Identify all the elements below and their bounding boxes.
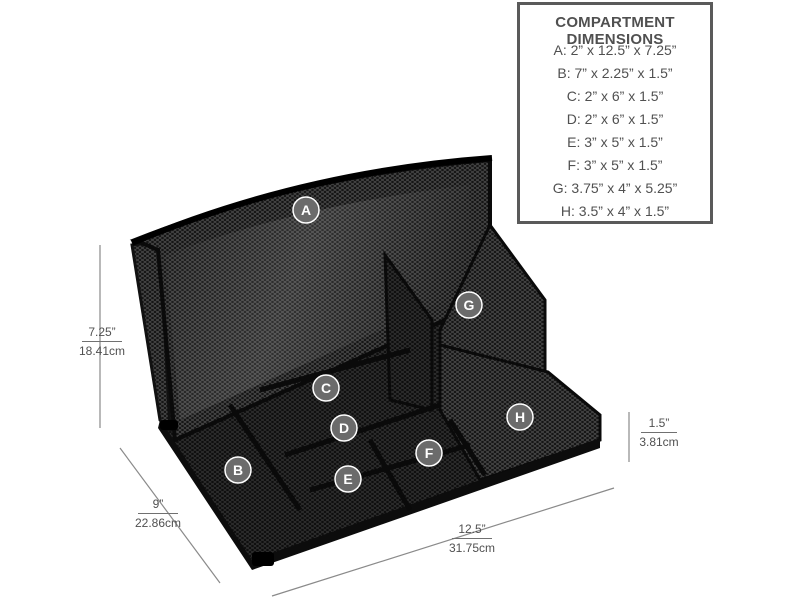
panel-title: COMPARTMENT DIMENSIONS xyxy=(555,14,675,48)
back-panel-sheen xyxy=(165,185,470,420)
width-cm: 31.75cm xyxy=(448,541,496,555)
height-cm: 18.41cm xyxy=(78,344,126,358)
badge-f-label: F xyxy=(425,445,434,461)
dimension-row-f: F: 3” x 5” x 1.5” xyxy=(567,157,663,173)
depth-cm: 22.86cm xyxy=(134,516,182,530)
badge-c: C xyxy=(312,374,340,402)
depth-line xyxy=(119,447,221,584)
dimension-row-g: G: 3.75” x 4” x 5.25” xyxy=(552,180,678,196)
badge-b-label: B xyxy=(233,462,243,478)
badge-d: D xyxy=(330,414,358,442)
compartment-dimensions-panel: COMPARTMENT DIMENSIONS A: 2” x 12.5” x 7… xyxy=(517,2,713,224)
dimension-row-e: E: 3” x 5” x 1.5” xyxy=(567,134,663,150)
badge-h: H xyxy=(506,403,534,431)
dimension-row-h: H: 3.5” x 4” x 1.5” xyxy=(560,203,670,219)
foot-front xyxy=(252,552,274,566)
badge-f: F xyxy=(415,439,443,467)
tray-height-measurement: 1.5” 3.81cm xyxy=(634,416,684,449)
dimension-row-c: C: 2” x 6” x 1.5” xyxy=(566,88,664,104)
foot-left xyxy=(160,420,178,430)
width-inches: 12.5” xyxy=(458,522,486,536)
back-panel-rim xyxy=(130,155,493,246)
badge-a: A xyxy=(292,196,320,224)
height-measurement: 7.25” 18.41cm xyxy=(74,325,130,358)
badge-d-label: D xyxy=(339,420,349,436)
badge-e: E xyxy=(334,465,362,493)
badge-e-label: E xyxy=(343,471,352,487)
badge-g-label: G xyxy=(464,297,475,313)
dimension-row-a: A: 2” x 12.5” x 7.25” xyxy=(553,42,677,58)
width-line xyxy=(271,487,615,597)
badge-g: G xyxy=(455,291,483,319)
width-measurement: 12.5” 31.75cm xyxy=(444,522,500,555)
depth-inches: 9” xyxy=(152,497,164,511)
inner-dividers xyxy=(227,347,488,512)
badge-a-label: A xyxy=(301,202,311,218)
dimension-lines xyxy=(99,245,630,597)
badge-h-label: H xyxy=(515,409,525,425)
badge-b: B xyxy=(224,456,252,484)
height-inches: 7.25” xyxy=(88,325,116,339)
tray-height-inches: 1.5” xyxy=(648,416,670,430)
dimension-row-d: D: 2” x 6” x 1.5” xyxy=(566,111,664,127)
tray-height-cm: 3.81cm xyxy=(639,435,679,449)
badge-c-label: C xyxy=(321,380,331,396)
depth-measurement: 9” 22.86cm xyxy=(130,497,186,530)
dimension-row-b: B: 7” x 2.25” x 1.5” xyxy=(557,65,673,81)
